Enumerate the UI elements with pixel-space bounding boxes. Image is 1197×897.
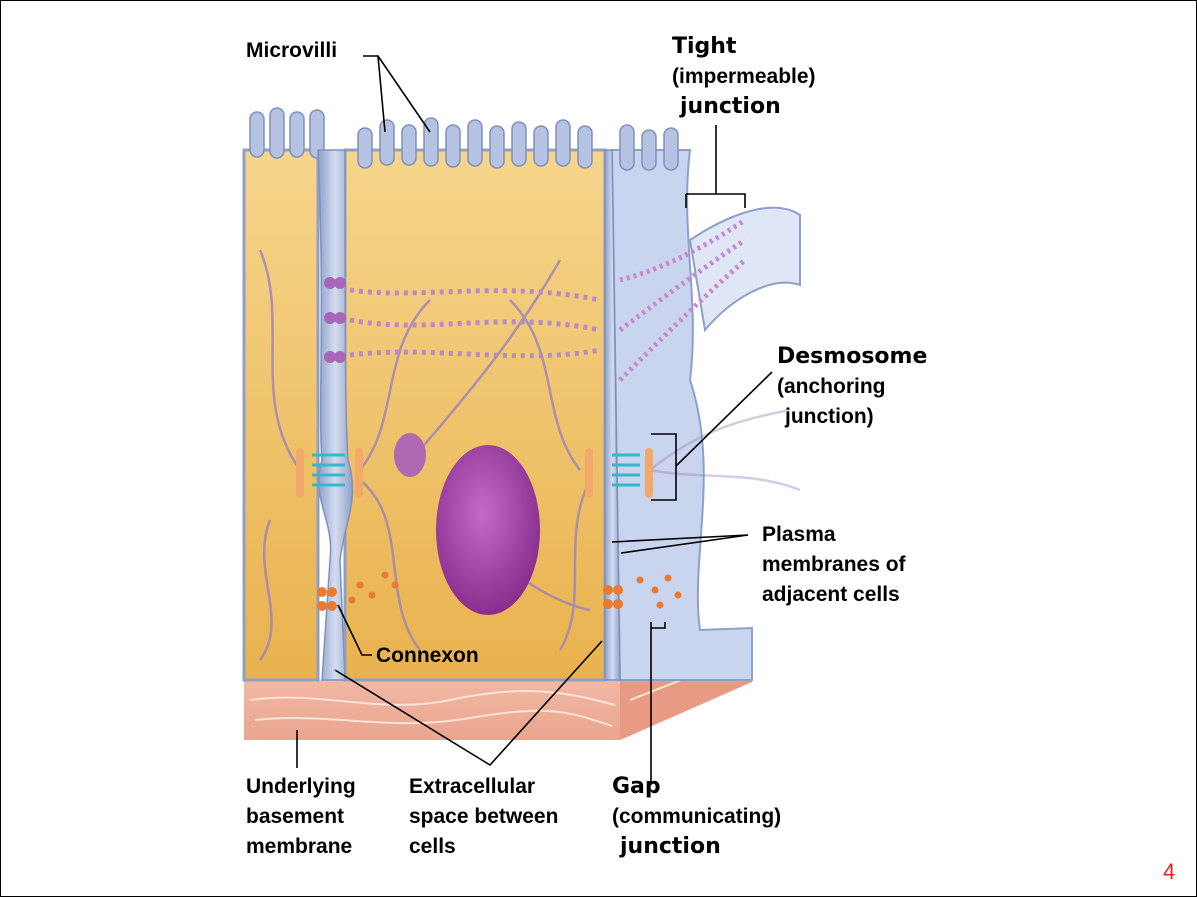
desmosome-sub1: (anchoring	[777, 372, 927, 402]
label-underlying-basement-membrane: Underlying basement membrane	[246, 772, 356, 862]
underlying-line1: Underlying	[246, 772, 356, 802]
extracellular-line3: cells	[409, 832, 558, 862]
underlying-line2: basement	[246, 802, 356, 832]
plasma-line2: membranes of	[762, 550, 906, 580]
label-tight-junction: Tight (impermeable) junction	[672, 32, 816, 122]
tight-title: Tight	[672, 32, 816, 62]
nucleus-graphic	[436, 445, 540, 615]
label-microvilli: Microvilli	[246, 36, 337, 66]
extracellular-line1: Extracellular	[409, 772, 558, 802]
label-gap-junction: Gap (communicating) junction	[612, 772, 781, 862]
epithelial-cells-graphic	[244, 150, 605, 680]
label-extracellular-space: Extracellular space between cells	[409, 772, 558, 862]
desmosome-sub2: junction)	[777, 402, 927, 432]
label-connexon: Connexon	[376, 641, 479, 671]
desmosome-title: Desmosome	[777, 342, 927, 372]
gap-sub1: (communicating)	[612, 802, 781, 832]
tight-sub1: (impermeable)	[672, 62, 816, 92]
plasma-line3: adjacent cells	[762, 580, 906, 610]
label-desmosome: Desmosome (anchoring junction)	[777, 342, 927, 432]
plasma-line1: Plasma	[762, 520, 906, 550]
tight-sub2: junction	[672, 92, 816, 122]
underlying-line3: membrane	[246, 832, 356, 862]
extracellular-line2: space between	[409, 802, 558, 832]
gap-sub2: junction	[612, 832, 781, 862]
label-plasma-membranes: Plasma membranes of adjacent cells	[762, 520, 906, 610]
page-number: 4	[1163, 859, 1175, 885]
gap-title: Gap	[612, 772, 781, 802]
